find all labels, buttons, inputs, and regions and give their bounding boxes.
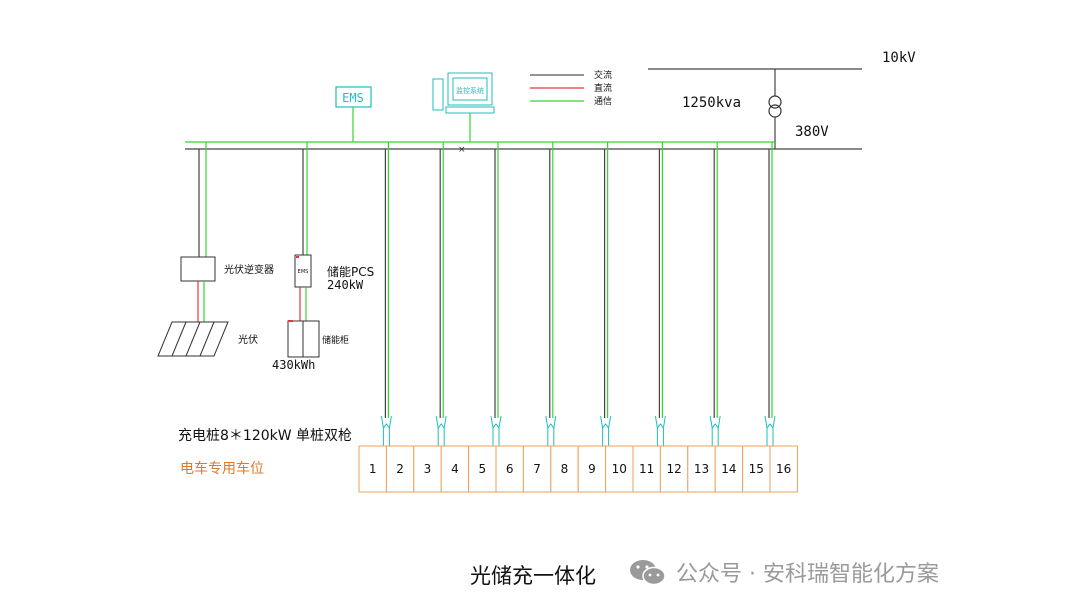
charger-feeders	[380, 142, 776, 446]
parking-space: 9	[577, 445, 607, 493]
watermark: 公众号 · 安科瑞智能化方案	[628, 556, 939, 588]
ems-box: EMS	[335, 86, 372, 108]
legend-comm-label: 通信	[594, 95, 612, 107]
monitor-computer-icon: 监控系统	[432, 72, 495, 114]
charger-icon	[654, 415, 666, 446]
legend: 交流 直流 通信	[530, 69, 612, 107]
storage-pcs-label: 储能PCS	[327, 264, 374, 279]
charger-icon	[380, 415, 392, 446]
parking-space-number: 7	[533, 462, 541, 476]
parking-space-number: 1	[369, 462, 377, 476]
pv-inverter-box	[180, 256, 216, 282]
parking-space: 14	[714, 445, 744, 493]
pv-inverter-label: 光伏逆变器	[224, 263, 274, 276]
parking-space-number: 3	[424, 462, 432, 476]
charger-feeder	[490, 142, 502, 446]
pcs-red-marker	[296, 256, 299, 258]
lv-voltage-label: 380V	[795, 124, 829, 140]
charger-feeder	[709, 142, 721, 446]
charger-icon	[600, 415, 612, 446]
storage-pcs-box	[294, 254, 312, 288]
legend-ac-label: 交流	[594, 69, 612, 81]
parking-space-number: 10	[612, 462, 627, 476]
pv-panel-label: 光伏	[238, 333, 258, 346]
charging-pile-label: 充电桩8＊120kW 单桩双枪	[178, 427, 352, 444]
parking-space: 2	[385, 445, 415, 493]
parking-space: 12	[659, 445, 689, 493]
charger-icon	[764, 415, 776, 446]
parking-space-number: 15	[749, 462, 764, 476]
parking-space: 13	[687, 445, 716, 493]
parking-space-number: 5	[478, 462, 486, 476]
parking-space: 7	[522, 445, 552, 493]
charger-feeder	[545, 142, 557, 446]
parking-space-number: 11	[639, 462, 654, 476]
legend-dc-label: 直流	[594, 82, 612, 94]
parking-space: 6	[495, 445, 524, 493]
storage-pcs-inner-label: EMS	[298, 269, 309, 275]
parking-space-number: 6	[506, 462, 514, 476]
parking-space-number: 13	[694, 462, 709, 476]
charger-feeder	[435, 142, 447, 446]
parking-space-number: 16	[776, 462, 791, 476]
parking-space-number: 14	[721, 462, 736, 476]
parking-space: 11	[632, 445, 661, 493]
storage-pcs-power: 240kW	[327, 278, 364, 292]
wechat-icon	[630, 560, 666, 586]
ems-label: EMS	[342, 91, 364, 105]
battery-label: 储能柜	[322, 334, 349, 346]
parking-space-number: 9	[588, 462, 596, 476]
charger-icon	[490, 415, 502, 446]
parking-space: 8	[550, 445, 579, 493]
charger-feeder	[380, 142, 392, 446]
parking-space-number: 12	[666, 462, 681, 476]
parking-space: 16	[769, 445, 798, 493]
charger-icon	[545, 415, 557, 446]
parking-space: 10	[605, 445, 634, 493]
parking-space: 3	[413, 445, 442, 493]
parking-space-number: 2	[396, 462, 404, 476]
parking-space: 15	[742, 445, 771, 493]
transformer-icon	[768, 95, 782, 118]
parking-space-number: 4	[451, 462, 459, 476]
parking-space: 1	[358, 445, 387, 493]
hv-voltage-label: 10kV	[882, 50, 916, 66]
parking-space-number: 8	[561, 462, 569, 476]
diagram-caption: 光储充一体化	[470, 564, 596, 588]
parking-space: 5	[468, 445, 497, 493]
charger-icon	[435, 415, 447, 446]
charger-feeder	[600, 142, 612, 446]
battery-capacity: 430kWh	[272, 358, 315, 372]
watermark-text: 公众号 · 安科瑞智能化方案	[676, 562, 939, 587]
parking-space: 4	[440, 445, 470, 493]
charger-feeder	[764, 142, 776, 446]
battery-cabinet-icon	[287, 320, 320, 358]
monitor-label: 监控系统	[456, 86, 484, 95]
bus-switch-mark: ×	[458, 145, 466, 155]
transformer-rating-label: 1250kva	[682, 95, 741, 111]
parking-label: 电车专用车位	[180, 460, 264, 477]
charger-feeder	[654, 142, 666, 446]
charger-icon	[709, 415, 721, 446]
pv-panel-icon	[157, 321, 229, 357]
